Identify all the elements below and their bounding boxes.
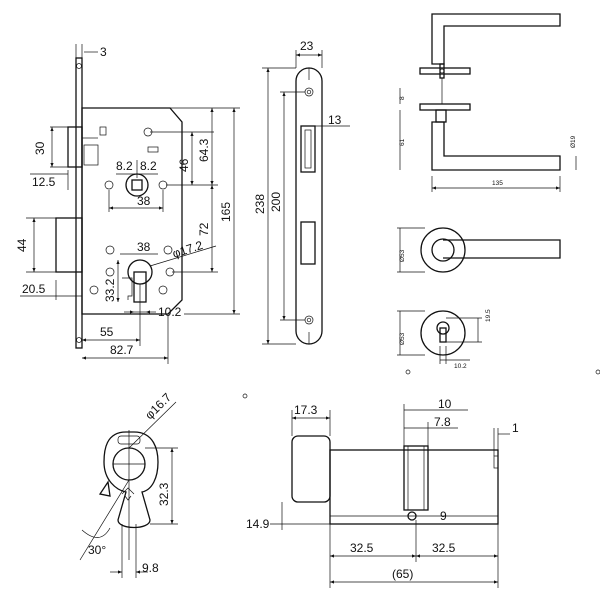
faceplate-bolt-slot (300, 221, 316, 265)
faceplate-latch-slot (300, 125, 316, 173)
dim-cylinder-height: 32.3 (157, 482, 171, 506)
dim-right-half: 32.5 (432, 541, 456, 555)
dim-handle-spindle: 8 (399, 96, 406, 100)
mortise-lock-dimensions: 3 30 12.5 44 20.5 55 82.7 8.2 8.2 (15, 44, 240, 364)
dim-handle-length: 135 (492, 180, 503, 187)
dim-escutcheon-width: 10.2 (454, 363, 467, 370)
dim-upper-64-3: 64.3 (197, 138, 211, 162)
faceplate-dimensions: 23 13 238 200 (253, 39, 350, 345)
dim-cyl-height: 33.2 (103, 278, 117, 302)
dim-10: 10 (438, 397, 452, 411)
dim-handle-grip: Ø19 (570, 135, 577, 148)
cylinder-side-dimensions: 17.3 10 7.8 1 14.9 9 32.5 32.5 (65) (246, 397, 519, 588)
dim-cyl-spacing: 38 (137, 240, 151, 254)
dim-follower-offset-left: 8.2 (116, 159, 133, 173)
cylinder-cam (98, 480, 111, 497)
dim-backset: 55 (100, 325, 114, 339)
ref-mark (595, 369, 600, 375)
escutcheon-view: Ø53 19.5 10.2 (397, 309, 492, 370)
lever-handle-dimensions: 8 61 Ø19 135 (399, 88, 577, 192)
dim-faceplate-width: 23 (300, 39, 314, 53)
dim-cylinder-angle: 30° (88, 543, 106, 557)
dim-escutcheon-height: 19.5 (485, 309, 492, 322)
dim-cylinder-diameter: φ16.7 (142, 390, 174, 422)
thumb-turn-knob (291, 435, 331, 503)
brand-logo-icon (121, 487, 135, 501)
dim-deadbolt-throw: 20.5 (22, 282, 46, 296)
cylinder-side-view (291, 435, 499, 525)
dim-7-8: 7.8 (434, 415, 451, 429)
ref-mark (242, 393, 248, 399)
dim-follower-offset-right: 8.2 (140, 159, 157, 173)
fixing-screw-hole (407, 511, 417, 521)
dim-faceplate-depth: 13 (328, 113, 342, 127)
dim-rosette-diameter: Ø53 (399, 249, 406, 262)
dim-follower-spacing: 38 (137, 194, 151, 208)
rosette-view: Ø53 (397, 227, 561, 273)
dim-faceplate-length: 238 (253, 194, 267, 214)
latch-bolt (67, 126, 83, 168)
dim-latch-height: 30 (33, 141, 47, 155)
dim-escutcheon-diameter: Ø53 (399, 332, 406, 345)
faceplate-front (295, 67, 323, 345)
dim-center-distance: 72 (197, 222, 211, 236)
dim-left-half: 32.5 (350, 541, 374, 555)
dim-total: (65) (392, 567, 413, 581)
lever-handle (419, 13, 561, 171)
dim-body-depth: 82.7 (110, 343, 134, 357)
dim-9: 9 (440, 509, 447, 523)
dim-cylinder-width: 9.8 (142, 561, 159, 575)
cylinder-profile-view (98, 430, 159, 560)
dim-knob-width: 17.3 (294, 403, 318, 417)
dim-deadbolt-height: 44 (15, 238, 29, 252)
dim-latch-offset: 12.5 (32, 175, 56, 189)
dim-cyl-diameter: φ17.2 (171, 238, 205, 261)
deadbolt (55, 217, 83, 273)
dim-faceplate-thickness: 3 (100, 45, 107, 59)
ref-mark (405, 369, 411, 375)
cam-slot (403, 445, 429, 511)
dim-handle-rose: 61 (399, 138, 406, 146)
dim-faceplate-screw-spacing: 200 (269, 192, 283, 212)
dim-upper-46: 46 (177, 158, 191, 172)
dim-14-9: 14.9 (246, 517, 270, 531)
dim-1: 1 (512, 421, 519, 435)
dim-body-height: 165 (219, 202, 233, 222)
dim-cyl-width: 10.2 (158, 305, 182, 319)
